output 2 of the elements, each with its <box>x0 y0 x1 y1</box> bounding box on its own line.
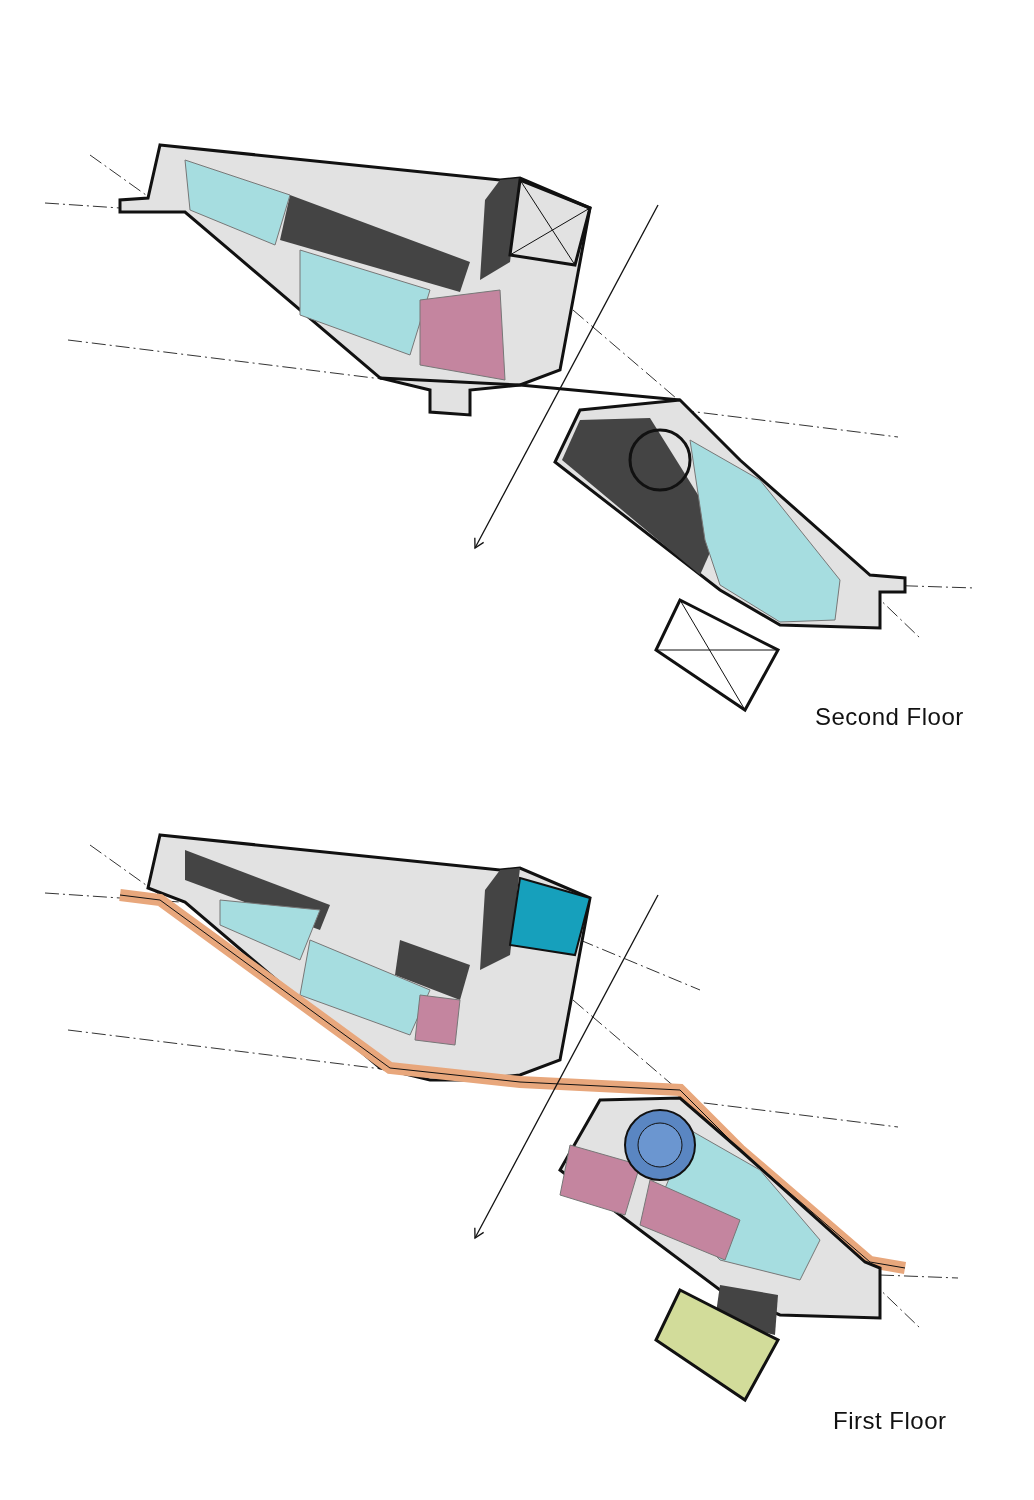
floor-label: Second Floor <box>815 703 964 731</box>
floor-label: First Floor <box>833 1407 947 1435</box>
